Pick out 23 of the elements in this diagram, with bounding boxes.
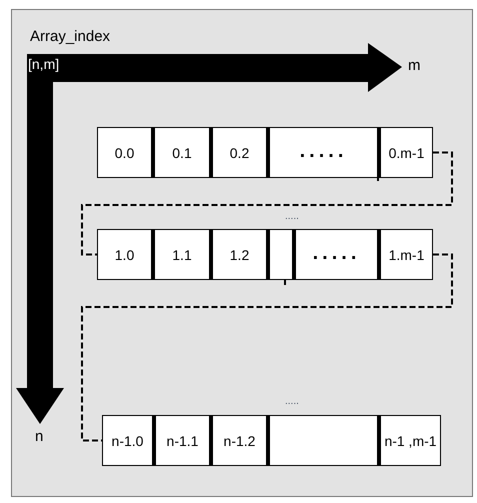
- axis-label: [n,m]: [28, 57, 60, 71]
- array-cell: n-1 ,m-1: [378, 415, 441, 466]
- array-cell: n-1.2: [210, 415, 267, 466]
- array-cell: 0.1: [152, 127, 210, 178]
- array-cell: n-1.1: [153, 415, 210, 466]
- empty-cell: [267, 229, 293, 280]
- axis-label: .....: [285, 212, 299, 222]
- axis-label: n: [35, 429, 44, 444]
- array-cell: 1.1: [152, 229, 210, 280]
- axis-label: .....: [285, 397, 299, 407]
- array-cell: .....: [293, 229, 378, 280]
- dashed-connector: [81, 254, 453, 442]
- array-cell: .....: [267, 127, 378, 178]
- array-cell: 1.m-1: [378, 229, 433, 280]
- dashed-connector: [81, 152, 453, 256]
- array-cell: 1.0: [97, 229, 152, 280]
- array-cell: 0.m-1: [378, 127, 433, 178]
- array-cell: 1.2: [210, 229, 267, 280]
- array-cell: 0.0: [97, 127, 152, 178]
- array-cell: n-1.0: [102, 415, 153, 466]
- axis-label: Array_index: [30, 29, 110, 44]
- axis-label: m: [408, 58, 420, 73]
- array-cell: 0.2: [210, 127, 267, 178]
